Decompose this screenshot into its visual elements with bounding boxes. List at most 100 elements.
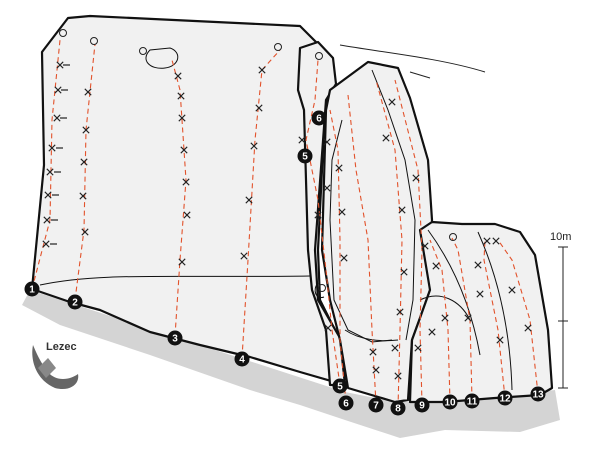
bolt-icon xyxy=(372,366,380,374)
route-marker-7: 7 xyxy=(368,397,384,413)
route-line-9 xyxy=(394,79,423,405)
bolt-icon xyxy=(398,206,406,214)
route-line-6 xyxy=(329,109,347,403)
bolt-icon xyxy=(476,290,484,298)
route-marker-4: 4 xyxy=(234,351,250,367)
bolt-icon xyxy=(394,372,402,380)
logo-icon xyxy=(32,345,79,390)
bolt-icon xyxy=(428,328,436,336)
route-marker-5: 5 xyxy=(332,378,348,394)
anchor-icon xyxy=(318,284,326,292)
scale-label: 10m xyxy=(550,231,571,243)
bolt-icon xyxy=(174,72,182,80)
rock-contour xyxy=(314,282,325,299)
route-line-8 xyxy=(375,79,403,409)
horizon-line xyxy=(339,44,486,73)
route-marker-2: 2 xyxy=(67,294,83,310)
bolt-icon xyxy=(464,314,472,322)
route-line-4 xyxy=(241,49,281,359)
bolt-markers xyxy=(42,61,532,380)
route-line-12 xyxy=(483,239,506,399)
route-line-7 xyxy=(347,94,377,405)
bolt-icon xyxy=(441,314,449,322)
horizon-line-2 xyxy=(409,71,431,79)
bolt-icon xyxy=(323,138,331,146)
bolt-icon xyxy=(388,98,396,106)
bolt-icon xyxy=(81,228,89,236)
route-marker-10: 10 xyxy=(442,394,458,410)
bolt-icon xyxy=(474,261,482,269)
route-number: 7 xyxy=(373,401,379,412)
bolt-icon xyxy=(412,174,420,182)
lezec-logo: Lezec xyxy=(32,341,79,390)
ground-shadow xyxy=(22,290,560,438)
bolt-icon xyxy=(496,336,504,344)
rock-face-right xyxy=(408,220,554,404)
bolt-icon xyxy=(44,191,52,199)
bolt-icon xyxy=(56,61,64,69)
bolt-icon xyxy=(335,164,343,172)
route-number: 8 xyxy=(395,404,401,415)
bolt-icon xyxy=(324,324,332,332)
bolt-icon xyxy=(53,114,61,122)
bolt-icon xyxy=(182,178,190,186)
route-marker-6-upper: 6 xyxy=(311,110,327,126)
bolt-icon xyxy=(338,208,346,216)
bolt-icon xyxy=(80,158,88,166)
bolt-icon xyxy=(245,196,253,204)
rock-contour xyxy=(477,231,513,391)
route-marker-8: 8 xyxy=(390,400,406,416)
bolt-icon xyxy=(42,240,50,248)
bolt-icon xyxy=(524,324,532,332)
bolt-icon xyxy=(178,258,186,266)
rock-contour xyxy=(39,275,311,286)
bolt-icon xyxy=(369,348,377,356)
route-marker-9: 9 xyxy=(414,397,430,413)
rock-contour xyxy=(427,229,481,356)
bolt-icon xyxy=(43,216,51,224)
anchor-icon xyxy=(315,52,323,60)
bolt-icon xyxy=(54,86,62,94)
route-line-3 xyxy=(171,59,187,337)
route-line-10 xyxy=(429,239,451,403)
rock-contour xyxy=(145,47,179,69)
rock-face-main xyxy=(30,14,347,387)
route-marker-12: 12 xyxy=(497,390,513,406)
route-number: 13 xyxy=(532,390,544,401)
route-marker-1: 1 xyxy=(24,281,40,297)
bolt-icon xyxy=(421,242,429,250)
rock-contour xyxy=(371,69,416,341)
route-line-5 xyxy=(305,59,341,386)
bolt-icon xyxy=(492,237,500,245)
route-marker-6: 6 xyxy=(338,395,354,411)
anchor-icon xyxy=(139,47,147,55)
bolt-icon xyxy=(508,286,516,294)
bolt-icon xyxy=(177,92,185,100)
route-number: 9 xyxy=(419,401,425,412)
route-line-2 xyxy=(74,43,96,301)
bolt-icon xyxy=(340,254,348,262)
rock-contour xyxy=(419,295,471,321)
route-number: 5 xyxy=(302,152,308,163)
bolt-icon xyxy=(46,168,54,176)
route-marker-5-upper: 5 xyxy=(297,148,313,164)
route-number: 3 xyxy=(172,334,178,345)
bolt-icon xyxy=(400,268,408,276)
anchor-icon xyxy=(90,37,98,45)
route-number: 11 xyxy=(467,397,478,408)
bolt-icon xyxy=(79,192,87,200)
route-number: 1 xyxy=(29,285,35,296)
route-line-1 xyxy=(31,39,61,290)
bolt-icon xyxy=(183,211,191,219)
anchor-icon xyxy=(274,43,282,51)
route-marker-3: 3 xyxy=(167,330,183,346)
bolt-icon xyxy=(255,104,263,112)
logo-text: Lezec xyxy=(46,341,77,353)
rock-contour xyxy=(344,329,399,342)
bolt-icon xyxy=(391,344,399,352)
bolt-icon xyxy=(84,88,92,96)
bolt-icon xyxy=(82,126,90,134)
bolt-icon xyxy=(258,66,266,74)
scale-bar: 10m xyxy=(550,231,571,389)
